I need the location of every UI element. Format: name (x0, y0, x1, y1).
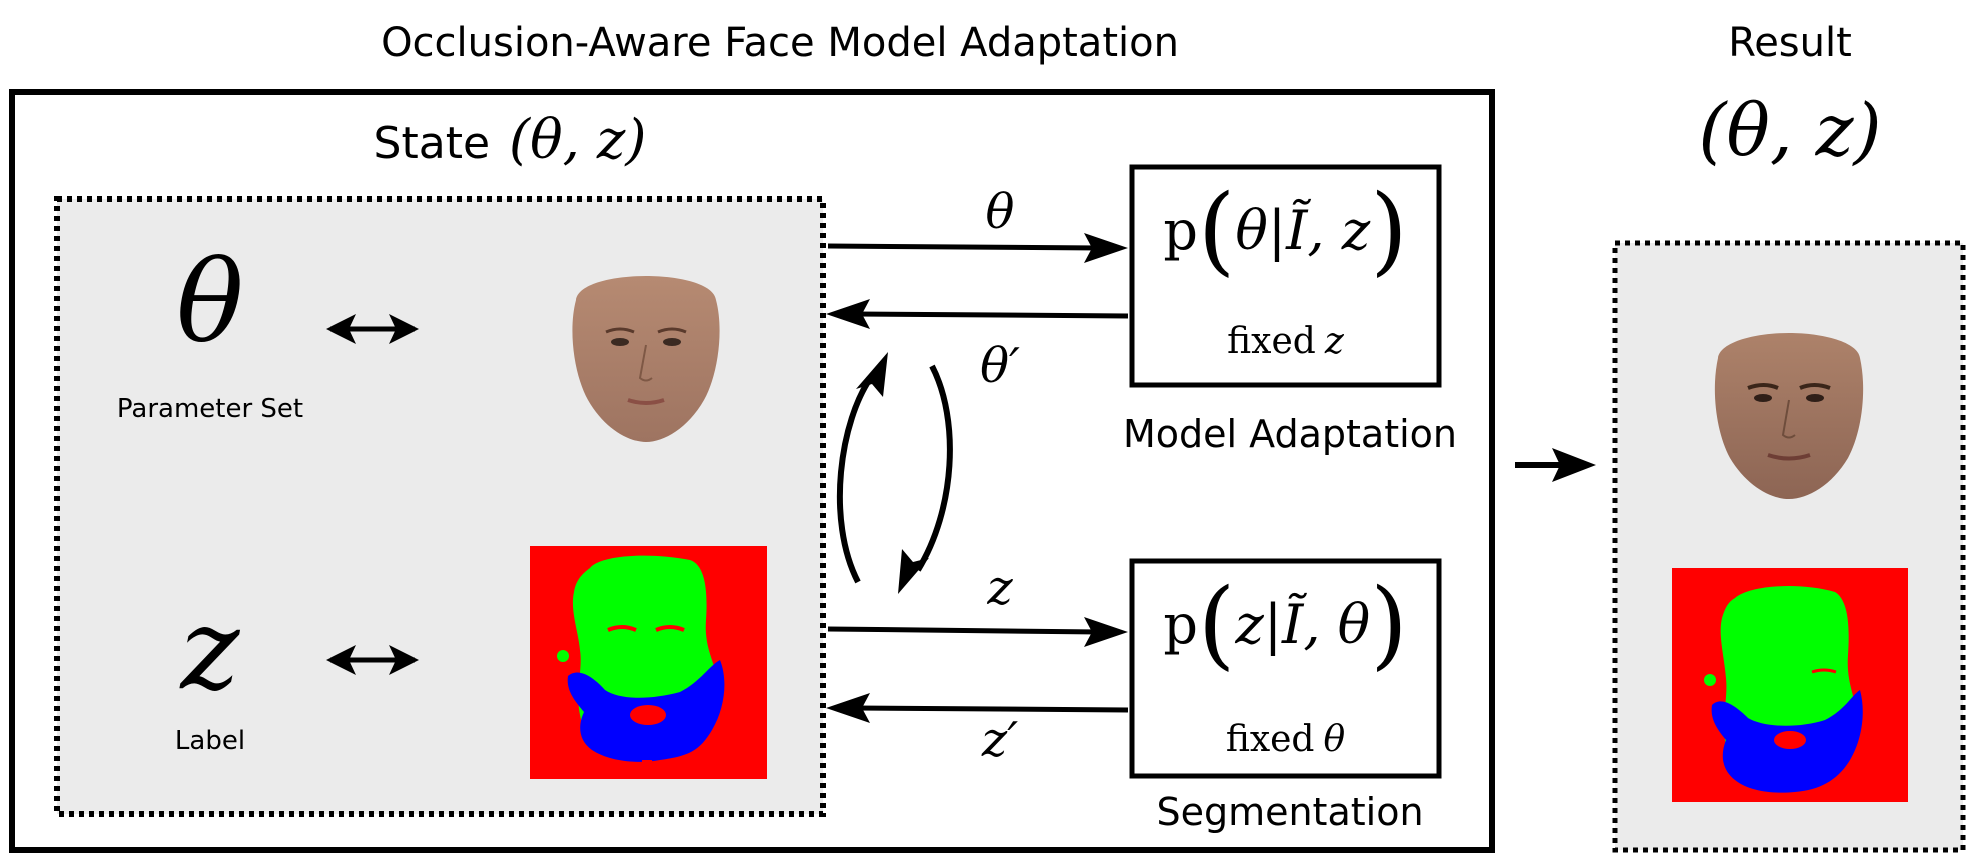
theta-out-label: θ (985, 184, 1015, 240)
segmentation-caption: Segmentation (1156, 790, 1424, 834)
segmentation-formula: p(z|Ĩ, θ) (1163, 568, 1408, 680)
main-title: Occlusion-Aware Face Model Adaptation (381, 20, 1179, 66)
model-adaptation-fixed-var: z (1324, 321, 1344, 362)
theta-in-arrow (826, 299, 1129, 329)
alternation-up-arrow (836, 352, 888, 584)
z-symbol: z (180, 585, 240, 715)
segmentation-fixed-label: fixed (1225, 719, 1315, 760)
segmentation-fixed: fixed θ (1134, 718, 1437, 760)
state-label-prefix: State (373, 118, 491, 169)
result-arrow (1515, 448, 1596, 482)
model-adaptation-formula: p(θ|Ĩ, z) (1163, 174, 1408, 286)
z-caption: Label (174, 726, 246, 756)
z-in-arrow (826, 693, 1129, 723)
adaptation-frame (9, 89, 1495, 853)
segmentation-formula-args: z|Ĩ, θ (1235, 593, 1371, 656)
model-adaptation-fixed-label: fixed (1227, 321, 1316, 362)
z-out-label: z (987, 560, 1013, 616)
model-adaptation-box (1129, 164, 1442, 388)
segmentation-formula-prefix: p (1163, 593, 1198, 656)
result-segmentation-image (1672, 568, 1908, 802)
segmentation-box (1129, 558, 1442, 779)
state-label-math: (θ, z) (509, 108, 647, 171)
segmentation-fixed-var: θ (1323, 719, 1346, 760)
theta-symbol: θ (176, 238, 244, 368)
reconstructed-face-image (572, 276, 720, 442)
theta-double-arrow (326, 314, 419, 344)
model-adaptation-fixed: fixed z (1134, 320, 1437, 362)
result-state-label: (θ, z) (1698, 88, 1882, 172)
model-adaptation-formula-prefix: p (1163, 199, 1198, 262)
theta-in-label: θ′ (980, 338, 1020, 394)
model-adaptation-caption: Model Adaptation (1122, 412, 1457, 456)
z-out-arrow (827, 617, 1128, 647)
model-adaptation-formula-args: θ|Ĩ, z (1235, 199, 1371, 262)
theta-out-arrow (827, 233, 1128, 263)
alternation-down-arrow (898, 364, 953, 594)
segmentation-label-image (530, 546, 767, 779)
theta-caption: Parameter Set (116, 394, 304, 424)
state-label: State (θ, z) (300, 108, 720, 171)
result-title: Result (1728, 20, 1852, 66)
z-in-label: z′ (981, 712, 1019, 768)
result-face-image (1714, 333, 1864, 499)
z-double-arrow (326, 645, 419, 675)
